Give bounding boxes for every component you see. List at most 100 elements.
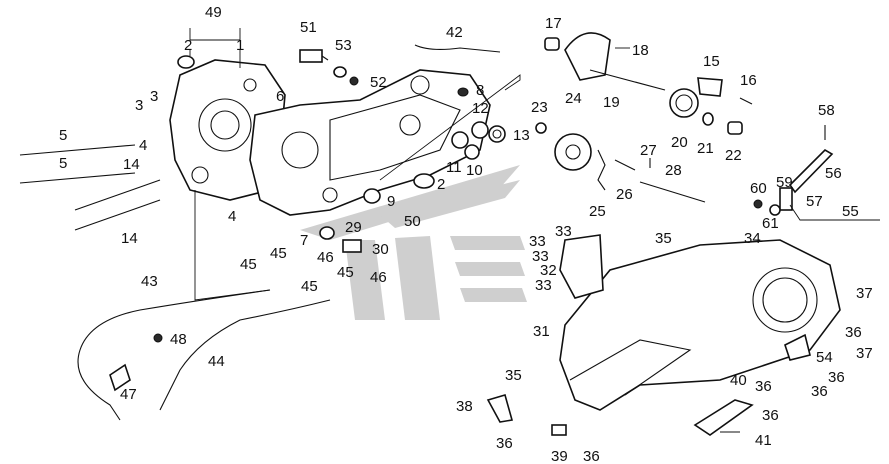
seal-13 (488, 125, 506, 143)
callout-12: 12 (472, 100, 489, 117)
callout-33: 33 (529, 233, 546, 250)
callout-26: 26 (616, 186, 633, 203)
spring-26 (614, 159, 636, 171)
callout-21: 21 (697, 140, 714, 157)
bolt-51 (299, 49, 329, 63)
bearing-9 (363, 188, 381, 204)
bearing-2-lower (413, 173, 435, 189)
bushing-22 (727, 121, 743, 135)
callout-47: 47 (120, 386, 137, 403)
fitting-30 (342, 239, 362, 253)
callout-9: 9 (387, 193, 395, 210)
callout-46: 46 (370, 269, 387, 286)
callout-4: 4 (228, 208, 236, 225)
callout-40: 40 (730, 372, 747, 389)
callout-24: 24 (565, 90, 582, 107)
shaft-28 (639, 181, 706, 203)
callout-44: 44 (208, 353, 225, 370)
callout-4: 4 (139, 137, 147, 154)
callout-36: 36 (762, 407, 779, 424)
fitting-38 (486, 394, 514, 423)
callout-37: 37 (856, 345, 873, 362)
callout-14: 14 (121, 230, 138, 247)
watermark-logo (300, 165, 527, 320)
callout-59: 59 (776, 174, 793, 191)
bushing-17 (544, 37, 560, 51)
bolt-60 (753, 199, 763, 209)
callout-29: 29 (345, 219, 362, 236)
nut-61 (769, 204, 781, 216)
callout-56: 56 (825, 165, 842, 182)
washer-21 (702, 112, 714, 126)
callout-16: 16 (740, 72, 757, 89)
callout-22: 22 (725, 147, 742, 164)
callout-55: 55 (842, 203, 859, 220)
callout-34: 34 (744, 230, 761, 247)
callout-51: 51 (300, 19, 317, 36)
bolt-29 (319, 226, 335, 240)
nut-52 (349, 76, 359, 86)
callout-5: 5 (59, 127, 67, 144)
callout-33: 33 (555, 223, 572, 240)
callout-7: 7 (300, 232, 308, 249)
callout-1: 1 (236, 37, 244, 54)
callout-15: 15 (703, 53, 720, 70)
callout-11: 11 (446, 159, 462, 176)
callout-31: 31 (533, 323, 550, 340)
callout-48: 48 (170, 331, 187, 348)
leader-lines (189, 28, 880, 433)
callout-6: 6 (276, 88, 284, 105)
callout-labels: 49 1 2 2 3 3 4 4 5 5 6 7 8 9 10 11 12 13… (59, 4, 873, 464)
callout-35: 35 (655, 230, 672, 247)
callout-37: 37 (856, 285, 873, 302)
callout-30: 30 (372, 241, 389, 258)
callout-45: 45 (240, 256, 257, 273)
bolt-48 (153, 333, 163, 343)
clip-23 (535, 122, 547, 134)
callout-27: 27 (640, 142, 657, 159)
callout-36: 36 (583, 448, 600, 464)
washer-53 (333, 66, 347, 78)
callout-53: 53 (335, 37, 352, 54)
callout-8: 8 (476, 82, 484, 99)
callout-36: 36 (828, 369, 845, 386)
callout-20: 20 (671, 134, 688, 151)
callout-50: 50 (404, 213, 421, 230)
callout-36: 36 (755, 378, 772, 395)
callout-33: 33 (532, 248, 549, 265)
callout-57: 57 (806, 193, 823, 210)
gasket-32 (559, 234, 604, 299)
callout-61: 61 (762, 215, 779, 232)
callout-10: 10 (466, 162, 483, 179)
callout-36: 36 (496, 435, 513, 452)
stud-14-a (74, 179, 161, 211)
plate-15 (697, 77, 723, 97)
callout-2: 2 (437, 176, 445, 193)
callout-36: 36 (811, 383, 828, 400)
callout-49: 49 (205, 4, 222, 21)
callout-18: 18 (632, 42, 649, 59)
hose-43 (77, 289, 271, 421)
callout-13: 13 (513, 127, 530, 144)
callout-38: 38 (456, 398, 473, 415)
crankcase-cover-31 (559, 239, 841, 411)
callout-35: 35 (505, 367, 522, 384)
callout-28: 28 (665, 162, 682, 179)
callout-23: 23 (531, 99, 548, 116)
pedal-57 (779, 187, 793, 211)
callout-33: 33 (535, 277, 552, 294)
spring-20 (669, 88, 699, 118)
hose-44 (159, 299, 331, 411)
stud-14-b (74, 199, 161, 231)
callout-45: 45 (270, 245, 287, 262)
bolt-16 (739, 97, 753, 105)
callout-39: 39 (551, 448, 568, 464)
bracket-40 (693, 399, 754, 436)
bearing-12 (471, 121, 489, 139)
callout-25: 25 (589, 203, 606, 220)
bearing-11 (451, 131, 469, 149)
callout-45: 45 (337, 264, 354, 281)
callout-2: 2 (184, 37, 192, 54)
callout-60: 60 (750, 180, 767, 197)
spring-25 (597, 149, 606, 191)
